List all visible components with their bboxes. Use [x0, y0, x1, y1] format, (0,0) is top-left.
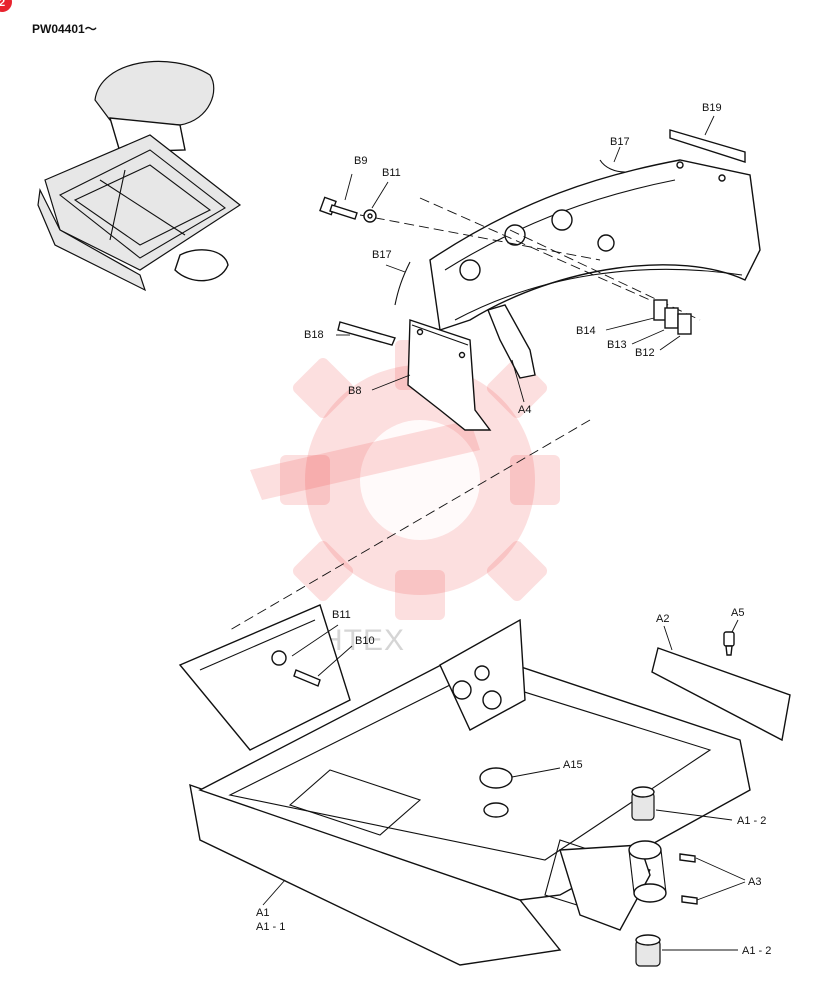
callout-A1-2-upper: A1 - 2: [737, 815, 766, 827]
strap-B17-left: [394, 261, 411, 306]
bracket-A4: [487, 304, 536, 379]
callout-A1: A1: [256, 907, 269, 919]
callout-A3: A3: [748, 876, 761, 888]
serial-number-range: PW04401～: [32, 22, 97, 36]
strip-B19: [669, 129, 746, 163]
callout-B11-top: B11: [382, 167, 401, 179]
callout-B12: B12: [635, 347, 655, 359]
bolt-B9: [319, 196, 358, 220]
bolt-A3-lower: [681, 895, 698, 905]
watermark-gear-logo: [250, 340, 560, 620]
bolt-A5: [723, 631, 735, 656]
callout-B11-bottom: B11: [332, 609, 351, 621]
bushing-A1-2-upper: [631, 786, 655, 821]
side-cover-B8: [407, 319, 492, 431]
callout-B17-right: B17: [610, 136, 630, 148]
callout-B18: B18: [304, 329, 324, 341]
strip-B18: [337, 321, 396, 346]
callout-B14: B14: [576, 325, 596, 337]
strap-B17-right: [599, 159, 626, 173]
callout-A1-1: A1 - 1: [256, 921, 285, 933]
callout-A2: A2: [656, 613, 669, 625]
callout-B19: B19: [702, 102, 722, 114]
washer-B11-bottom: [271, 650, 287, 666]
main-frame-assembly: [178, 604, 751, 966]
bolt-B10: [293, 669, 321, 687]
callout-B8: B8: [348, 385, 361, 397]
callout-B10: B10: [355, 635, 375, 647]
side-plate-A2: [651, 647, 791, 742]
callout-A4: A4: [518, 404, 531, 416]
shims-B12-B13-B14: [653, 299, 692, 335]
page-number-badge: 2: [0, 0, 12, 12]
callout-A15: A15: [563, 759, 583, 771]
cover-frame-assembly: [359, 159, 761, 331]
callout-A1-2-lower: A1 - 2: [742, 945, 771, 957]
callout-A5: A5: [731, 607, 744, 619]
assembly-dashed-line: [229, 419, 591, 631]
callout-B13: B13: [607, 339, 627, 351]
leader-lines: [262, 115, 746, 951]
bolt-A3-upper: [679, 853, 696, 863]
bushing-A1-2-lower: [635, 934, 661, 967]
callout-B9: B9: [354, 155, 367, 167]
pivot-bracket: [628, 840, 667, 903]
seat-overview-thumbnail: [37, 60, 242, 292]
cap-A15: [479, 767, 513, 789]
callout-B17-left: B17: [372, 249, 392, 261]
